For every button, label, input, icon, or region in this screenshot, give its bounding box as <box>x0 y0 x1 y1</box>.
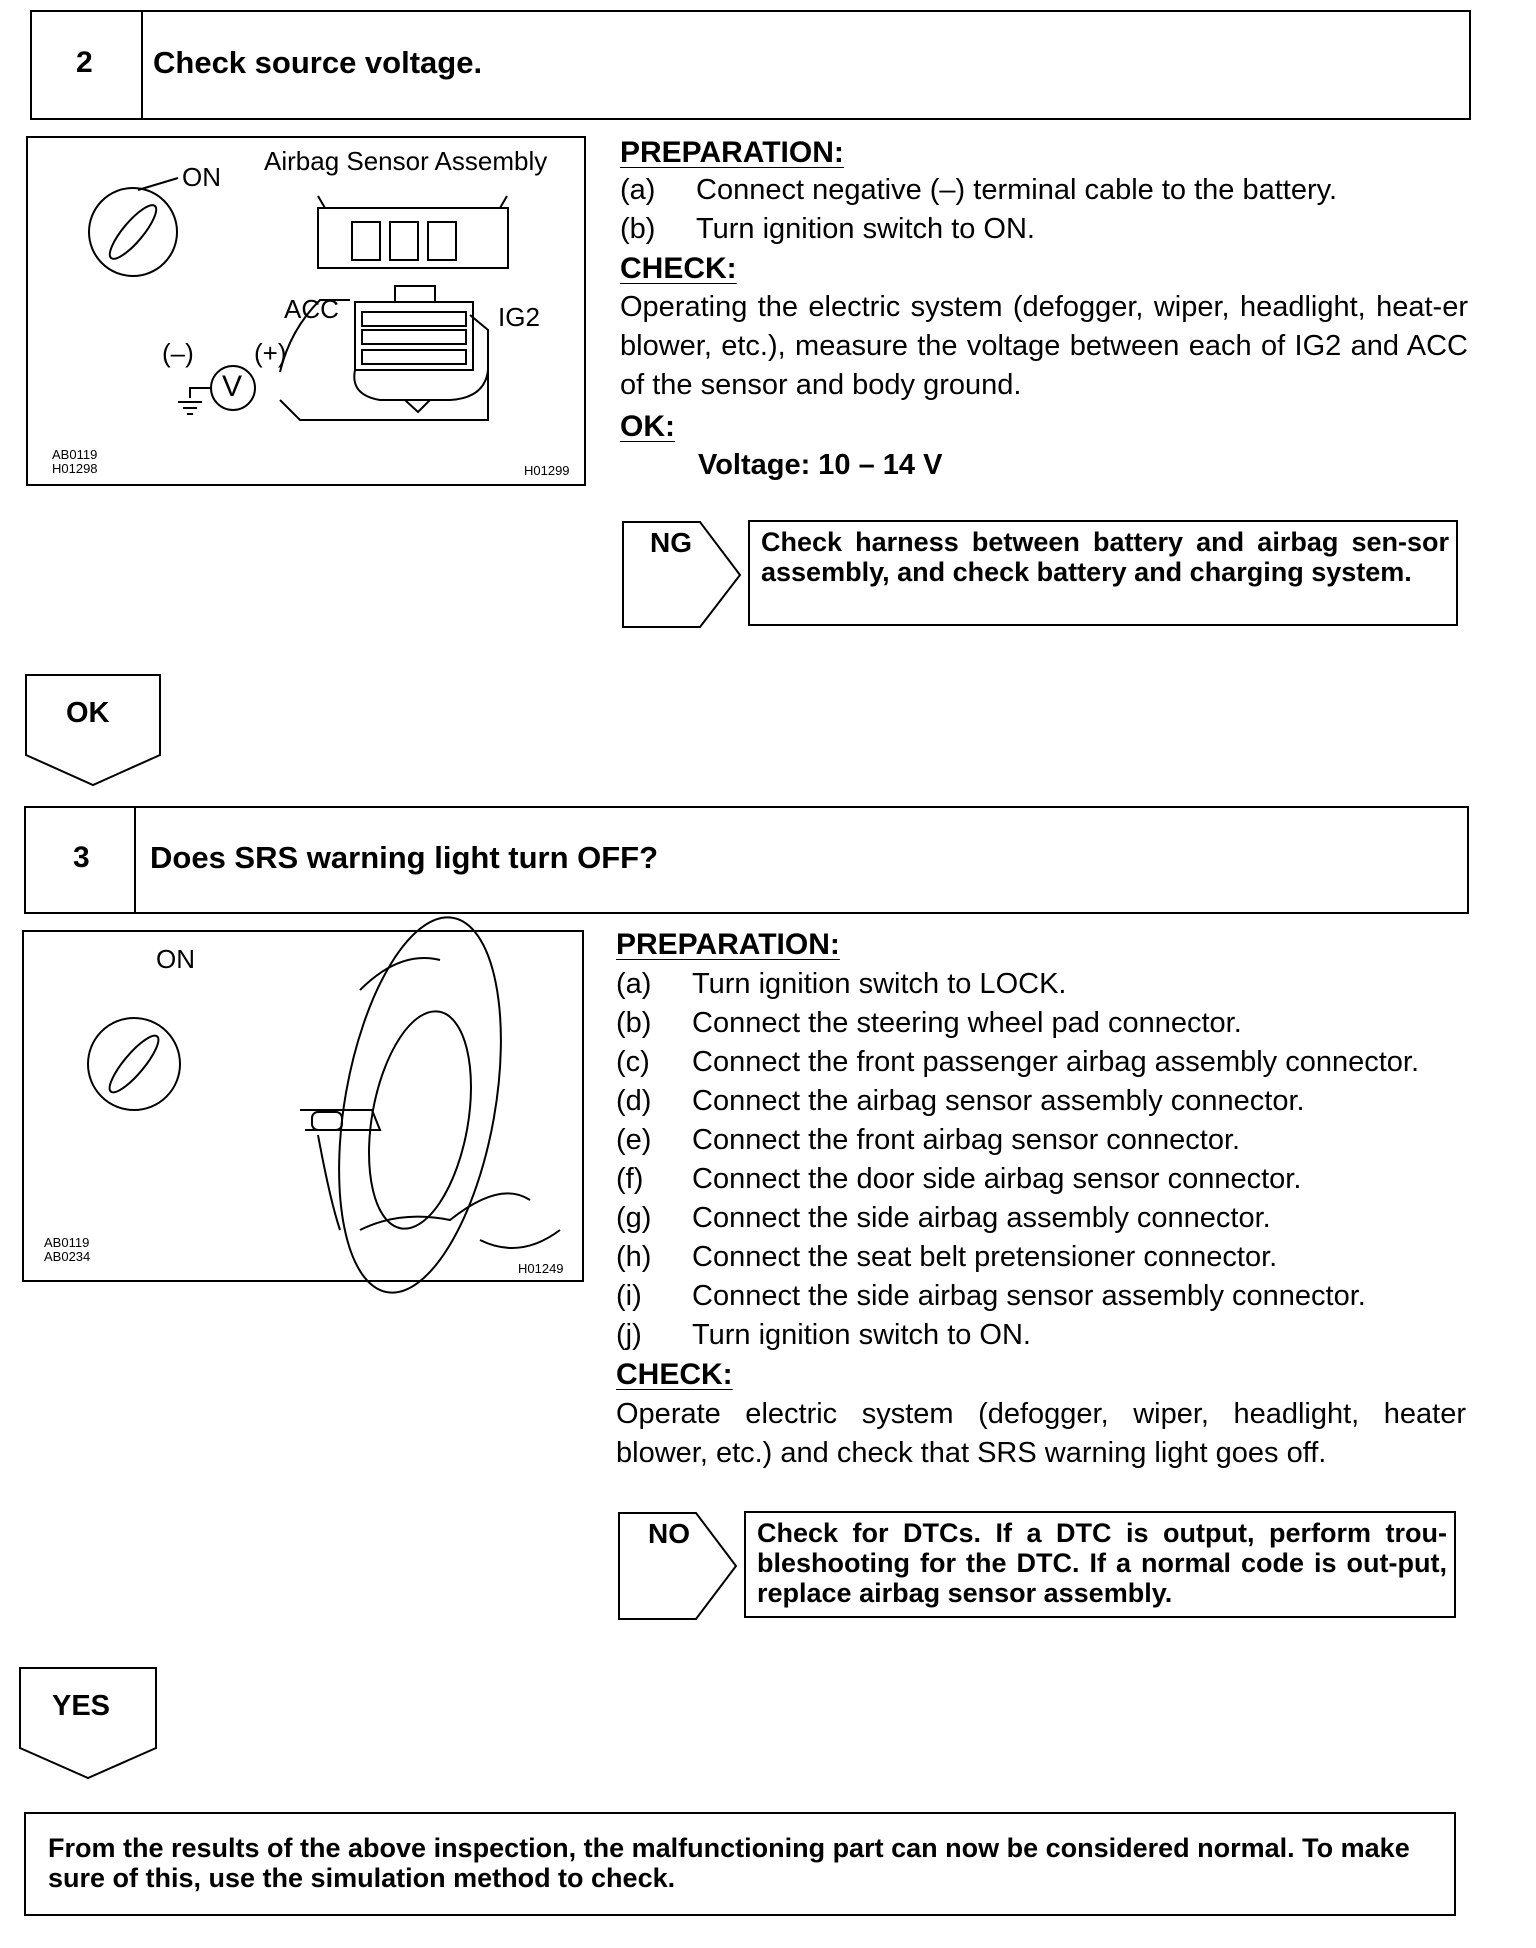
step2-number: 2 <box>76 46 93 79</box>
step3-preparation-heading: PREPARATION: <box>616 928 840 961</box>
ok-flow-label: OK <box>66 697 110 729</box>
no-action-box <box>744 1511 1456 1618</box>
step3-prep-item: (j)Turn ignition switch to ON. <box>616 1319 1031 1351</box>
conclusion-text: From the results of the above inspection… <box>48 1833 1410 1893</box>
step2-number-divider <box>141 12 143 118</box>
step3-prep-item: (f)Connect the door side airbag sensor c… <box>616 1163 1302 1195</box>
fig1-code-left-2: H01298 <box>52 461 98 476</box>
conclusion-box <box>24 1812 1456 1916</box>
fig1-code-left-1: AB0119 <box>52 447 98 462</box>
step3-header <box>24 806 1469 914</box>
step3-title: Does SRS warning light turn OFF? <box>150 840 659 875</box>
step2-figure <box>26 136 586 486</box>
step3-prep-item: (e)Connect the front airbag sensor conne… <box>616 1124 1241 1156</box>
step3-number: 3 <box>73 841 90 874</box>
step3-number-divider <box>134 808 136 912</box>
fig2-code-left-1: AB0119 <box>44 1235 90 1250</box>
fig1-acc-label: ACC <box>284 294 339 324</box>
step3-prep-item: (h)Connect the seat belt pretensioner co… <box>616 1241 1278 1273</box>
fig2-on-label: ON <box>156 944 195 974</box>
step3-figure <box>22 930 584 1282</box>
step3-prep-item: (c)Connect the front passenger airbag as… <box>616 1046 1420 1078</box>
step3-prep-item: (i)Connect the side airbag sensor assemb… <box>616 1280 1366 1312</box>
ng-arrow-shape <box>622 521 742 628</box>
figure1-drawing <box>88 177 509 421</box>
voltmeter-symbol: V <box>222 370 243 403</box>
step2-check-heading: CHECK: <box>620 252 737 285</box>
step3-check-text: Operate electric system (defogger, wiper… <box>616 1398 1466 1469</box>
step3-prep-item: (b)Connect the steering wheel pad connec… <box>616 1007 1242 1039</box>
step2-title: Check source voltage. <box>153 45 483 80</box>
step2-ok-heading: OK: <box>620 410 675 443</box>
yes-flow-shape <box>19 1667 157 1780</box>
ng-action-box <box>748 520 1458 626</box>
step3-prep-item: (g)Connect the side airbag assembly conn… <box>616 1202 1271 1234</box>
fig1-code-right: H01299 <box>524 463 570 478</box>
fig2-code-right: H01249 <box>518 1261 564 1276</box>
ng-action-text: Check harness between battery and airbag… <box>761 527 1449 587</box>
fig1-pos-label: (+) <box>254 338 287 368</box>
step2-header <box>30 10 1471 120</box>
step3-check-heading: CHECK: <box>616 1358 733 1391</box>
yes-flow-label: YES <box>52 1690 111 1722</box>
no-action-text: Check for DTCs. If a DTC is output, perf… <box>757 1518 1447 1608</box>
step3-prep-item: (d)Connect the airbag sensor assembly co… <box>616 1085 1305 1117</box>
step2-preparation-heading: PREPARATION: <box>620 136 844 169</box>
no-arrow-shape <box>618 1512 738 1620</box>
step2-check-text: Operating the electric system (defogger,… <box>620 291 1468 401</box>
step2-prep-item: (b)Turn ignition switch to ON. <box>620 213 1035 245</box>
fig1-on-label: ON <box>182 162 221 192</box>
step2-ok-value: Voltage: 10 – 14 V <box>698 449 943 481</box>
figure2-drawing <box>87 916 561 1294</box>
ng-label: NG <box>650 527 692 558</box>
no-label: NO <box>648 1518 690 1549</box>
step2-prep-item: (a)Connect negative (–) terminal cable t… <box>620 174 1338 206</box>
fig2-code-left-2: AB0234 <box>44 1249 91 1264</box>
fig1-neg-label: (–) <box>162 338 194 368</box>
fig1-assembly-label: Airbag Sensor Assembly <box>264 146 548 176</box>
ok-flow-shape <box>25 674 161 787</box>
step3-prep-item: (a)Turn ignition switch to LOCK. <box>616 968 1067 1000</box>
fig1-ig2-label: IG2 <box>498 302 540 332</box>
